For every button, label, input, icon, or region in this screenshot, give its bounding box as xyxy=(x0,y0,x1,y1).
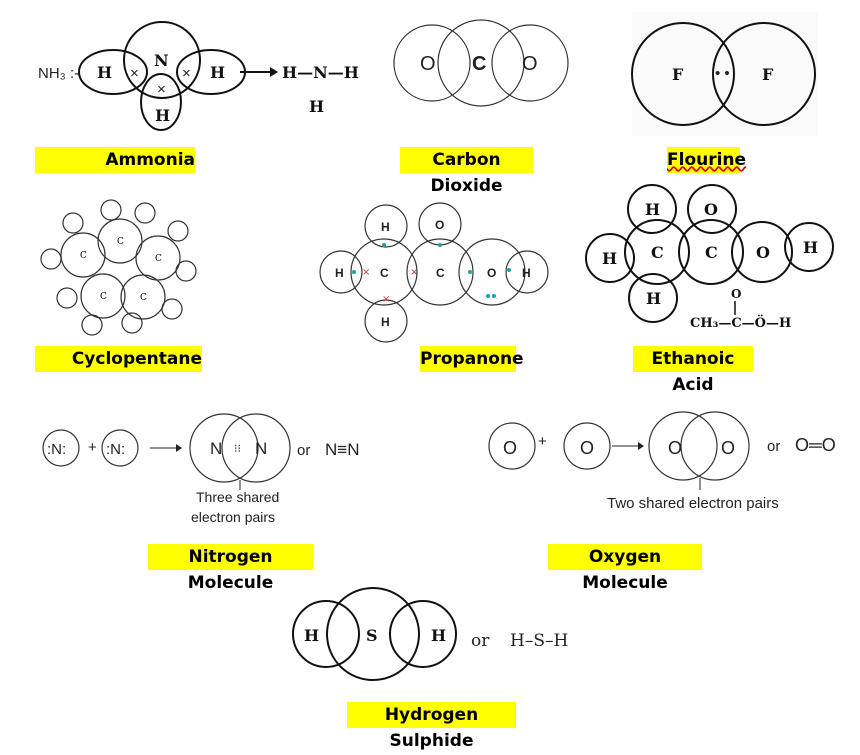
double-bond: O═O xyxy=(795,435,836,455)
svg-text:×: × xyxy=(382,294,390,305)
svg-text:• •: • • xyxy=(715,65,730,82)
atom-h: H xyxy=(304,626,319,645)
or-text: or xyxy=(767,438,780,455)
ethanoic-acid-diagram: H O H C C O H H O CH₃—C—Ö—H xyxy=(585,184,834,331)
label-ammonia: Ammonia xyxy=(35,147,195,173)
atom-h: H xyxy=(309,97,324,116)
atom-h: H xyxy=(602,249,617,268)
atom-h: H xyxy=(381,220,390,234)
label-oxygen-molecule: Oxygen Molecule xyxy=(548,544,702,593)
atom-c: C xyxy=(155,254,162,264)
ammonia-diagram: NH₃ :- H N H H × × × H—N—H H xyxy=(38,21,359,131)
atom-o: O xyxy=(668,438,682,458)
svg-text:×: × xyxy=(157,81,166,98)
atom-o: O xyxy=(704,200,718,219)
label-carbon-dioxide: Carbon Dioxide xyxy=(400,147,533,196)
atom-c: C xyxy=(472,53,486,75)
atom-h: H xyxy=(97,63,112,82)
svg-text:⁝⁝: ⁝⁝ xyxy=(234,443,241,455)
label-nitrogen-molecule: Nitrogen Molecule xyxy=(148,544,313,593)
svg-text:×: × xyxy=(362,267,370,278)
atom-h: H xyxy=(431,626,446,645)
svg-text:×: × xyxy=(410,267,418,278)
atom-h: H xyxy=(155,106,170,125)
atom-c: C xyxy=(651,243,664,262)
atom-c: C xyxy=(80,251,87,261)
atom-h: H xyxy=(803,238,818,257)
atom-o: O xyxy=(503,438,517,458)
label-fluorine: Flourine xyxy=(667,147,746,173)
svg-text:×: × xyxy=(130,65,139,82)
ethanoic-formula: CH₃—C—Ö—H xyxy=(690,314,791,331)
atom-o: O xyxy=(487,266,496,280)
atom-s: S xyxy=(366,626,378,645)
label-ethanoic-acid: Ethanoic Acid xyxy=(633,346,753,395)
atom-c: C xyxy=(436,266,445,280)
plus-sign: + xyxy=(538,433,547,450)
ammonia-formula: NH₃ :- xyxy=(38,65,79,82)
oxygen-diagram: O + O O O or O═O Two shared electron pai… xyxy=(488,411,836,512)
fluorine-diagram: F F • • xyxy=(631,12,818,136)
svg-text:×: × xyxy=(182,65,191,82)
atom-n: N xyxy=(255,439,267,458)
note: Three shared xyxy=(196,489,279,505)
atom-h: H xyxy=(210,63,225,82)
atom-h: H xyxy=(381,315,390,329)
h2s-structural: H–S–H xyxy=(510,631,568,651)
atom-h: H xyxy=(335,266,344,280)
label-hydrogen-sulphide: Hydrogen Sulphide xyxy=(347,702,516,751)
plus-sign: + xyxy=(88,439,97,456)
co2-diagram: O C O xyxy=(393,19,569,107)
or-text: or xyxy=(297,442,310,459)
atom-f: F xyxy=(672,65,684,84)
atom-o: O xyxy=(721,438,735,458)
propanone-diagram: H O H C C O H H × × × xyxy=(319,202,549,343)
label-propanone: Propanone xyxy=(420,346,524,372)
atom-o: O xyxy=(580,438,594,458)
atom-f: F xyxy=(762,65,774,84)
atom-n: N xyxy=(210,439,222,458)
atom-h: H xyxy=(646,289,661,308)
note: Two shared electron pairs xyxy=(607,495,779,512)
atom-o: O xyxy=(420,53,436,75)
atom-o: O xyxy=(731,287,741,301)
atom-h: H xyxy=(645,200,660,219)
triple-bond: N≡N xyxy=(325,440,359,459)
atom-o: O xyxy=(522,53,538,75)
atom-o: O xyxy=(756,243,770,262)
or-text: or xyxy=(471,631,490,651)
h2s-diagram: H S H or H–S–H xyxy=(292,587,568,681)
atom-c: C xyxy=(100,292,107,302)
atom-n: N xyxy=(154,51,169,70)
note: electron pairs xyxy=(191,509,275,525)
atom-c: C xyxy=(380,266,389,280)
cyclopentane-diagram: C C C C C xyxy=(40,199,197,336)
label-cyclopentane: Cyclopentane xyxy=(35,346,202,372)
atom-h: H xyxy=(522,266,531,280)
atom-c: C xyxy=(117,237,124,247)
atom-c: C xyxy=(140,293,147,303)
atom-n: :N: xyxy=(106,441,125,458)
atom-o: O xyxy=(435,218,444,232)
nitrogen-diagram: :N: + :N: N ⁝⁝ N or N≡N Three shared ele… xyxy=(42,413,359,525)
ammonia-structural: H—N—H xyxy=(282,63,359,82)
atom-c: C xyxy=(705,243,718,262)
atom-n: :N: xyxy=(47,441,66,458)
